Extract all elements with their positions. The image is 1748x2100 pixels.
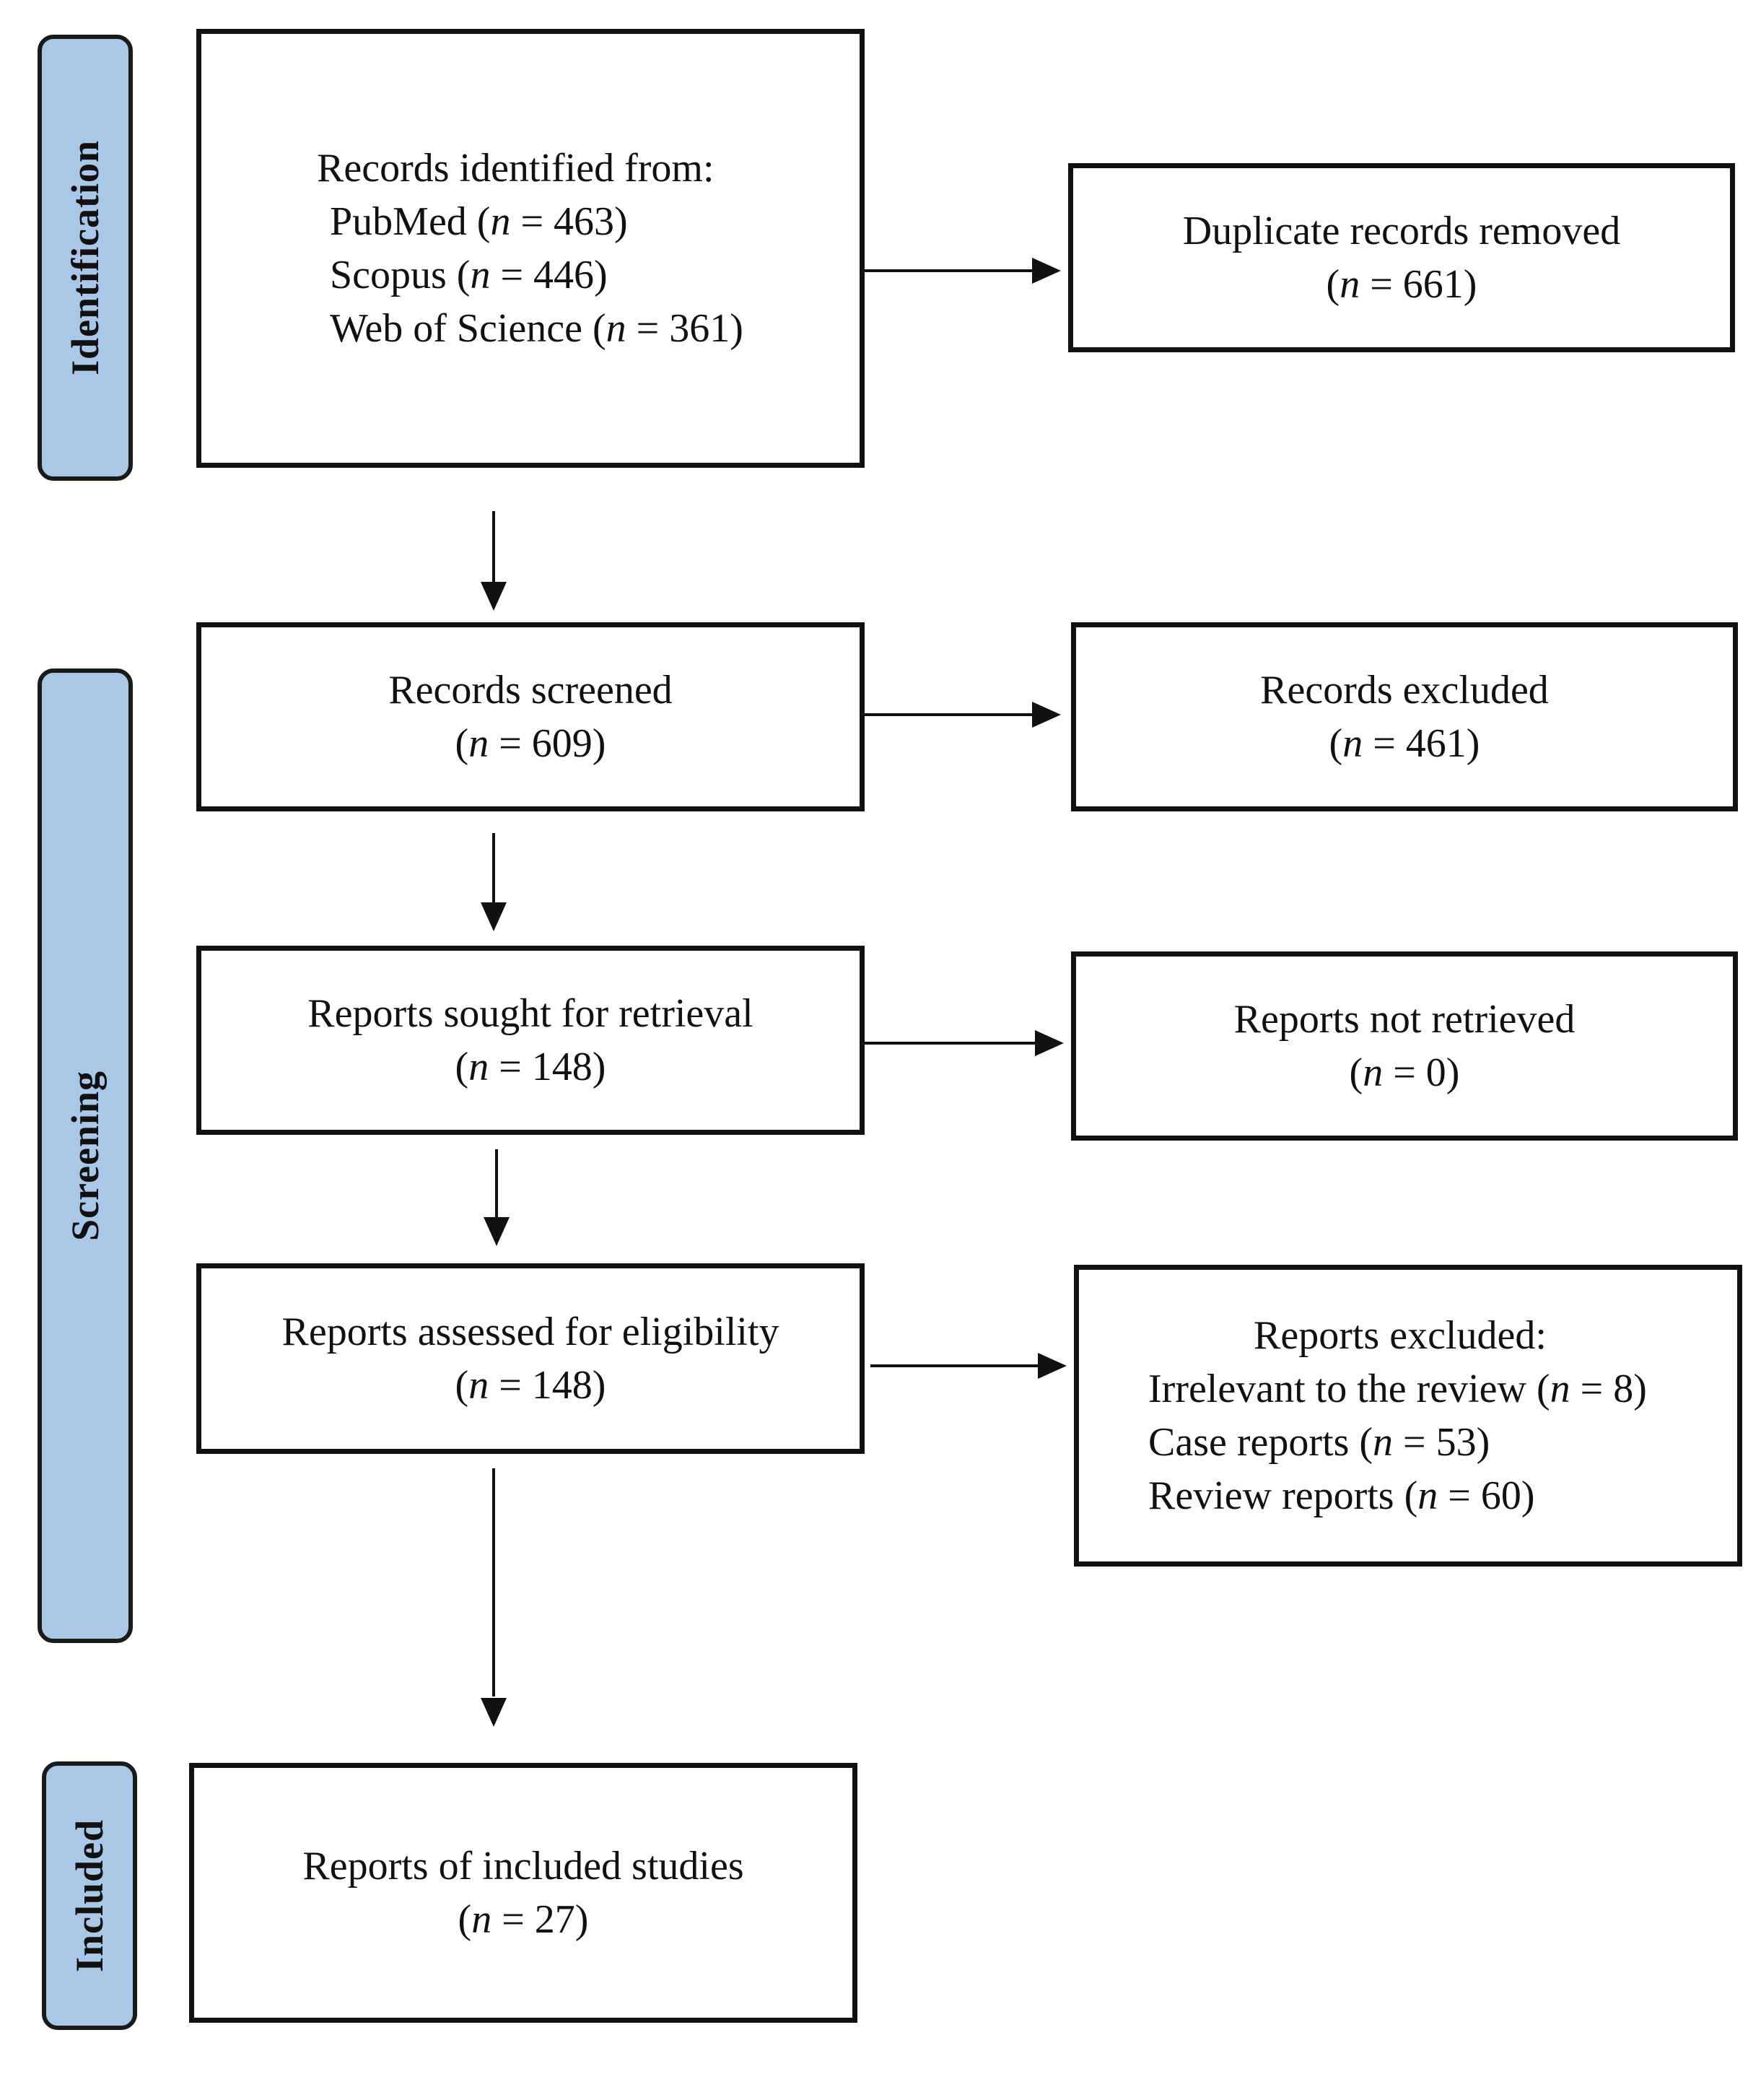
records-identified-title: Records identified from:: [317, 146, 715, 191]
duplicates-removed-title: Duplicate records removed: [1182, 209, 1621, 253]
source-pubmed: PubMed (n = 463): [330, 199, 628, 244]
phase-screening: Screening: [38, 668, 133, 1643]
records-screened-box: Records screened (n = 609): [196, 622, 865, 811]
arrowhead-not-retrieved: [1035, 1030, 1064, 1056]
records-identified-box: Records identified from: PubMed (n = 463…: [196, 29, 865, 468]
arrowhead-assessed: [484, 1217, 510, 1246]
duplicates-removed-box: Duplicate records removed (n = 661): [1068, 163, 1735, 352]
reports-assessed-title: Reports assessed for eligibility: [281, 1310, 779, 1354]
reason-review-reports: Review reports (n = 60): [1148, 1473, 1535, 1518]
reports-sought-title: Reports sought for retrieval: [307, 991, 753, 1036]
records-excluded-count: (n = 461): [1329, 721, 1480, 766]
records-screened-count: (n = 609): [455, 721, 606, 766]
arrowhead-duplicates: [1032, 258, 1061, 284]
phase-included: Included: [42, 1761, 137, 2030]
arrowhead-included: [481, 1698, 507, 1727]
reports-excluded-title: Reports excluded:: [1254, 1313, 1547, 1358]
reason-irrelevant: Irrelevant to the review (n = 8): [1148, 1367, 1647, 1411]
phase-identification: Identification: [38, 35, 133, 481]
source-scopus: Scopus (n = 446): [330, 253, 608, 297]
arrowhead-excluded: [1032, 702, 1061, 728]
arrowhead-reports-excluded: [1038, 1353, 1067, 1379]
reports-not-retrieved-count: (n = 0): [1349, 1050, 1460, 1095]
source-web-of-science: Web of Science (n = 361): [330, 306, 743, 351]
reports-sought-count: (n = 148): [455, 1045, 606, 1089]
records-excluded-title: Records excluded: [1260, 668, 1549, 713]
reason-case-reports: Case reports (n = 53): [1148, 1420, 1490, 1465]
reports-not-retrieved-box: Reports not retrieved (n = 0): [1071, 951, 1738, 1141]
arrowhead-sought: [481, 902, 507, 931]
included-studies-count: (n = 27): [458, 1897, 589, 1942]
reports-not-retrieved-title: Reports not retrieved: [1233, 997, 1576, 1042]
arrowhead-screened: [481, 582, 507, 611]
included-studies-title: Reports of included studies: [302, 1844, 744, 1888]
reports-sought-box: Reports sought for retrieval (n = 148): [196, 946, 865, 1135]
reports-assessed-box: Reports assessed for eligibility (n = 14…: [196, 1263, 865, 1454]
reports-assessed-count: (n = 148): [455, 1363, 606, 1408]
records-excluded-box: Records excluded (n = 461): [1071, 622, 1738, 811]
reports-excluded-box: Reports excluded: Irrelevant to the revi…: [1074, 1265, 1742, 1567]
duplicates-removed-count: (n = 661): [1326, 262, 1477, 307]
included-studies-box: Reports of included studies (n = 27): [189, 1763, 857, 2023]
records-screened-title: Records screened: [388, 668, 673, 713]
